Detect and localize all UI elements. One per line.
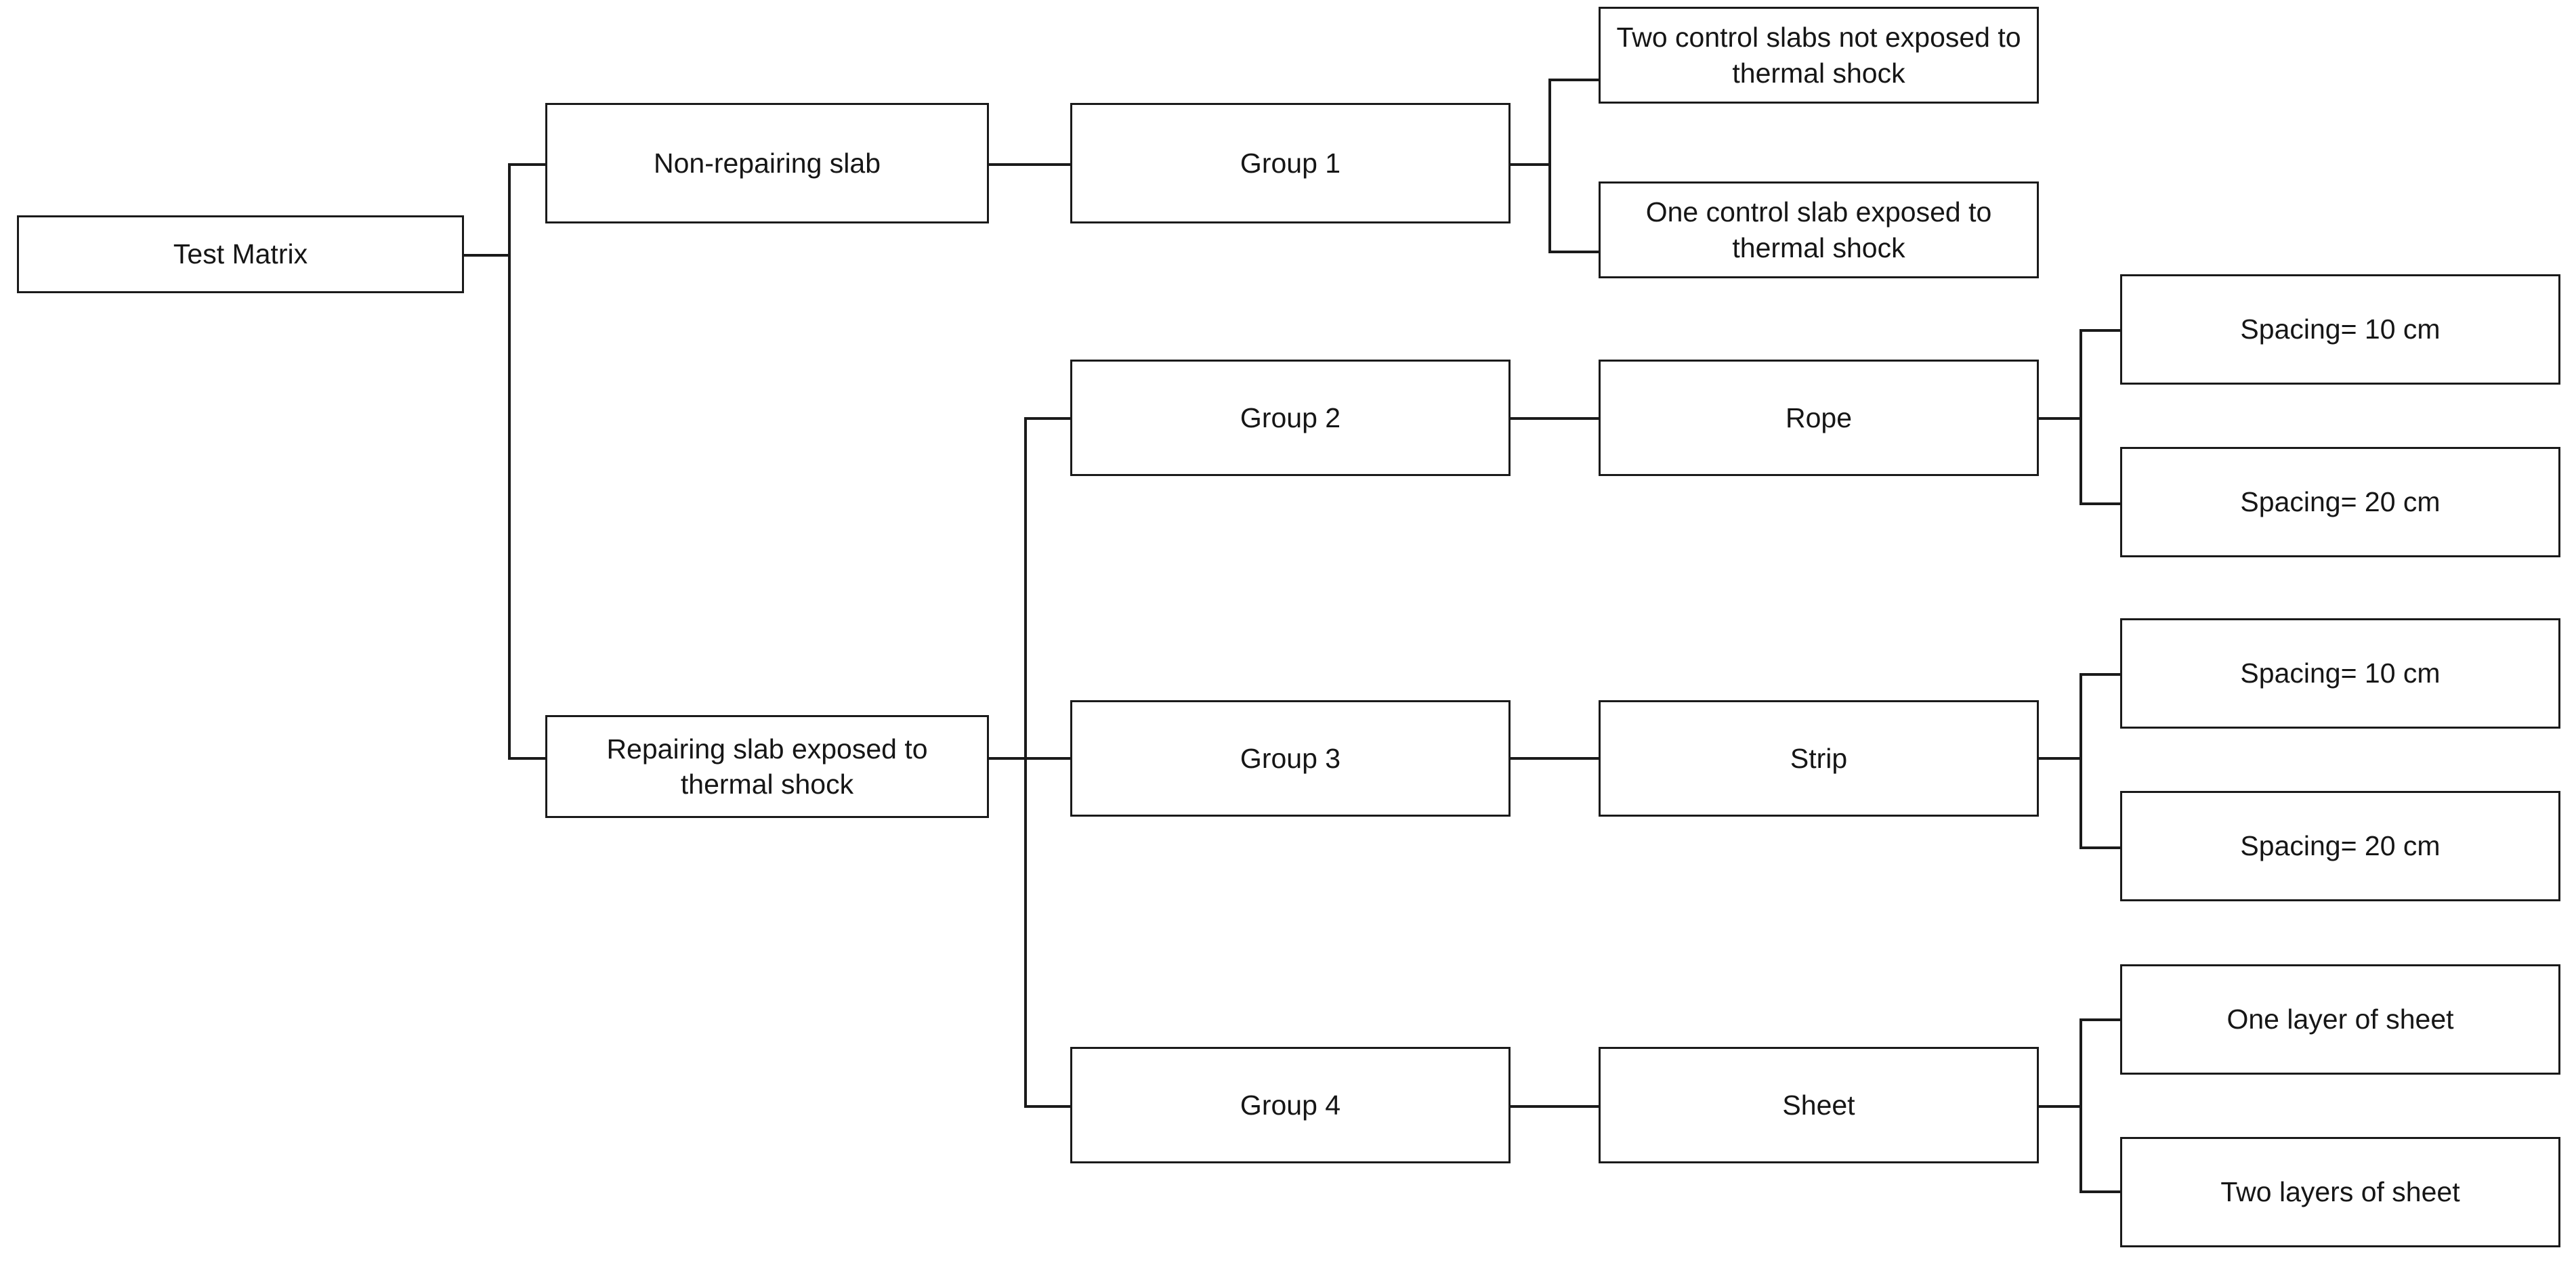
node-repairing-slab[interactable]: Repairing slab exposed to thermal shock [545, 715, 989, 818]
node-label-rope: Rope [1785, 402, 1852, 433]
connector-repairing-trunk [1024, 418, 1027, 1108]
connector-sheet-stub [2039, 1105, 2081, 1108]
connector-repairing-to-group3 [1024, 757, 1072, 760]
node-group-1[interactable]: Group 1 [1070, 103, 1511, 223]
connector-strip-to-spacing20 [2079, 846, 2121, 849]
node-label-group-1: Group 1 [1240, 147, 1341, 179]
node-one-control-slab[interactable]: One control slab exposed to thermal shoc… [1599, 181, 2039, 278]
node-label-non-repairing-slab: Non-repairing slab [653, 147, 881, 179]
connector-rope-to-spacing20 [2079, 502, 2121, 505]
connector-sheet-to-one-layer [2079, 1018, 2121, 1021]
node-sheet-two-layers[interactable]: Two layers of sheet [2120, 1137, 2560, 1247]
node-label-rope-spacing-10: Spacing= 10 cm [2240, 314, 2441, 345]
connector-root-trunk [508, 165, 511, 760]
node-rope[interactable]: Rope [1599, 360, 2039, 476]
node-group-3[interactable]: Group 3 [1070, 700, 1511, 817]
connector-strip-stub [2039, 757, 2081, 760]
node-label-strip-spacing-10: Spacing= 10 cm [2240, 658, 2441, 689]
connector-rope-to-spacing10 [2079, 329, 2121, 332]
connector-group1-trunk [1548, 80, 1551, 253]
node-label-two-control-slabs: Two control slabs not exposed to thermal… [1616, 22, 2021, 89]
connector-group2-to-rope [1511, 417, 1600, 420]
connector-repairing-stub [989, 757, 1027, 760]
node-group-4[interactable]: Group 4 [1070, 1047, 1511, 1163]
node-label-sheet-two-layers: Two layers of sheet [2220, 1176, 2460, 1208]
connector-group3-to-strip [1511, 757, 1600, 760]
connector-root-to-nonrepairing [508, 163, 547, 166]
node-rope-spacing-10[interactable]: Spacing= 10 cm [2120, 274, 2560, 385]
node-rope-spacing-20[interactable]: Spacing= 20 cm [2120, 447, 2560, 557]
node-strip-spacing-10[interactable]: Spacing= 10 cm [2120, 618, 2560, 729]
node-label-group-4: Group 4 [1240, 1089, 1341, 1121]
node-label-strip-spacing-20: Spacing= 20 cm [2240, 830, 2441, 862]
connector-rope-stub [2039, 417, 2081, 420]
node-strip[interactable]: Strip [1599, 700, 2039, 817]
connector-rope-trunk [2079, 330, 2082, 505]
connector-strip-trunk [2079, 674, 2082, 849]
node-sheet-one-layer[interactable]: One layer of sheet [2120, 964, 2560, 1075]
connector-strip-to-spacing10 [2079, 673, 2121, 676]
node-non-repairing-slab[interactable]: Non-repairing slab [545, 103, 989, 223]
node-label-test-matrix: Test Matrix [173, 238, 308, 270]
connector-sheet-trunk [2079, 1020, 2082, 1192]
node-label-rope-spacing-20: Spacing= 20 cm [2240, 486, 2441, 518]
node-label-repairing-slab: Repairing slab exposed to thermal shock [606, 733, 928, 800]
node-sheet[interactable]: Sheet [1599, 1047, 2039, 1163]
connector-repairing-to-group2 [1024, 417, 1072, 420]
connector-group1-stub [1511, 163, 1550, 166]
node-label-strip: Strip [1790, 742, 1848, 774]
connector-repairing-to-group4 [1024, 1105, 1072, 1108]
node-label-sheet-one-layer: One layer of sheet [2226, 1004, 2454, 1035]
connector-sheet-to-two-layers [2079, 1190, 2121, 1193]
connector-nonrepairing-to-group1 [989, 163, 1072, 166]
node-group-2[interactable]: Group 2 [1070, 360, 1511, 476]
connector-root-to-repairing [508, 757, 547, 760]
node-label-group-3: Group 3 [1240, 742, 1341, 774]
connector-root-stub [464, 254, 509, 257]
node-label-group-2: Group 2 [1240, 402, 1341, 433]
node-two-control-slabs[interactable]: Two control slabs not exposed to thermal… [1599, 7, 2039, 104]
node-label-sheet: Sheet [1782, 1089, 1855, 1121]
connector-group4-to-sheet [1511, 1105, 1600, 1108]
node-label-one-control-slab: One control slab exposed to thermal shoc… [1645, 196, 1992, 263]
connector-group1-to-two-control [1548, 79, 1600, 81]
node-strip-spacing-20[interactable]: Spacing= 20 cm [2120, 791, 2560, 901]
node-test-matrix[interactable]: Test Matrix [17, 215, 464, 293]
connector-group1-to-one-control [1548, 251, 1600, 253]
